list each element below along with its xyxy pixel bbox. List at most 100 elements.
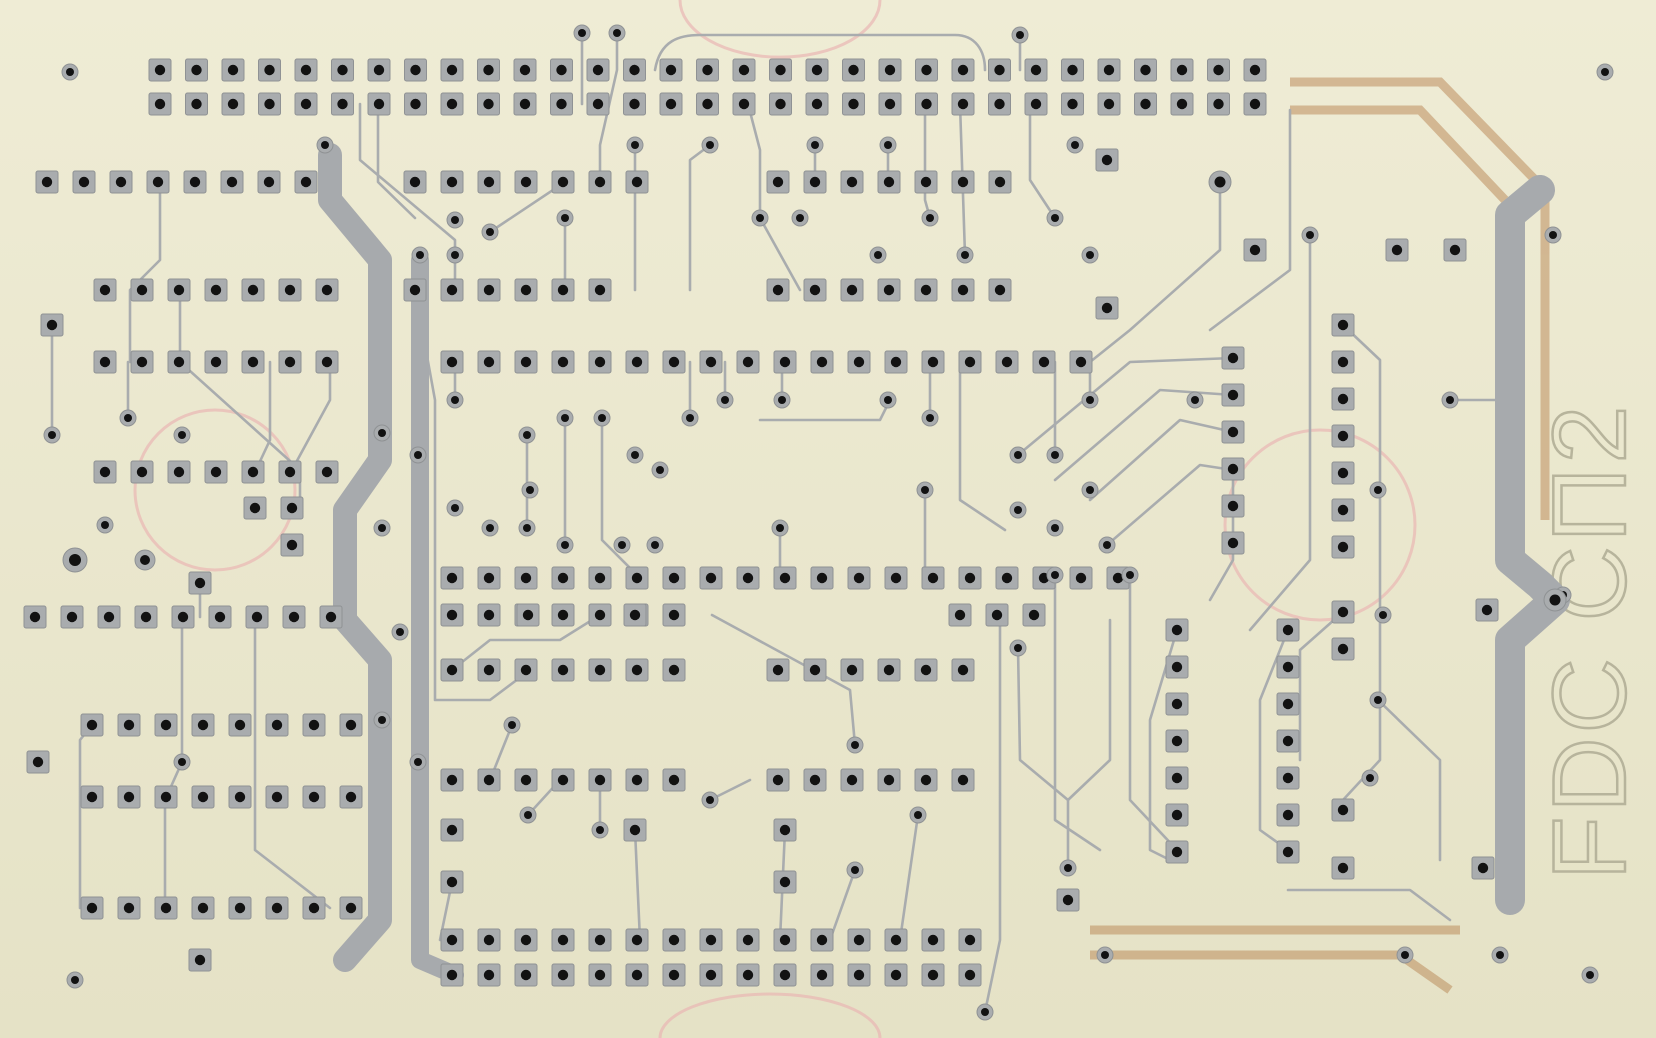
drill-hole: [618, 541, 626, 549]
drill-hole: [557, 934, 569, 946]
drill-hole: [1391, 244, 1403, 256]
drill-hole: [1227, 537, 1239, 549]
drill-hole: [1337, 467, 1349, 479]
drill-hole: [957, 664, 969, 676]
drill-hole: [779, 356, 791, 368]
silkscreen: FDC CП2: [1531, 400, 1650, 881]
drill-hole: [325, 611, 337, 623]
drill-hole: [964, 969, 976, 981]
drill-hole: [308, 902, 320, 914]
drill-hole: [1282, 809, 1294, 821]
bus-strip: [318, 143, 392, 972]
drill-hole: [1337, 862, 1349, 874]
drill-hole: [409, 284, 421, 296]
trace: [1016, 356, 1235, 457]
drill-hole: [809, 176, 821, 188]
drill-hole: [957, 284, 969, 296]
drill-hole: [508, 721, 516, 729]
trace: [1341, 323, 1382, 802]
drill-hole: [247, 466, 259, 478]
trace: [1376, 698, 1442, 862]
drill-hole: [486, 228, 494, 236]
drill-hole: [921, 486, 929, 494]
drill-hole: [846, 284, 858, 296]
drill-hole: [483, 664, 495, 676]
drill-hole: [154, 98, 166, 110]
trace: [376, 102, 417, 220]
drill-hole: [1227, 389, 1239, 401]
drill-hole: [1112, 572, 1124, 584]
drill-hole: [99, 284, 111, 296]
drill-hole: [160, 902, 172, 914]
drill-hole: [124, 414, 132, 422]
drill-hole: [809, 774, 821, 786]
drill-hole: [446, 609, 458, 621]
drill-hole: [1337, 393, 1349, 405]
drill-hole: [594, 356, 606, 368]
drill-hole: [197, 791, 209, 803]
drill-hole: [123, 902, 135, 914]
drill-hole: [738, 98, 750, 110]
drill-hole: [66, 611, 78, 623]
drill-hole: [668, 969, 680, 981]
drill-hole: [851, 741, 859, 749]
drill-hole: [378, 524, 386, 532]
drill-hole: [177, 611, 189, 623]
trace: [653, 33, 987, 72]
drill-hole: [721, 396, 729, 404]
trace: [178, 288, 302, 510]
drill-hole: [772, 664, 784, 676]
drill-hole: [594, 609, 606, 621]
drill-hole: [809, 284, 821, 296]
drill-hole: [883, 774, 895, 786]
drill-hole: [816, 969, 828, 981]
drill-hole: [263, 176, 275, 188]
drill-hole: [178, 758, 186, 766]
drill-hole: [920, 284, 932, 296]
drill-hole: [99, 356, 111, 368]
drill-hole: [957, 98, 969, 110]
drill-hole: [1101, 154, 1113, 166]
drill-hole: [1306, 231, 1314, 239]
drill-hole: [651, 541, 659, 549]
drill-hole: [414, 451, 422, 459]
drill-hole: [1051, 214, 1059, 222]
drill-hole: [1064, 864, 1072, 872]
drill-hole: [483, 572, 495, 584]
drill-hole: [668, 609, 680, 621]
drill-hole: [631, 572, 643, 584]
drill-hole: [373, 98, 385, 110]
drill-hole: [136, 466, 148, 478]
drill-hole: [446, 876, 458, 888]
drill-hole: [483, 969, 495, 981]
drill-hole: [631, 451, 639, 459]
drill-hole: [883, 284, 895, 296]
drill-hole: [48, 431, 56, 439]
bus-strip: [411, 251, 464, 984]
trace: [1298, 610, 1345, 762]
trace: [828, 868, 857, 942]
drill-hole: [1282, 735, 1294, 747]
drill-hole: [210, 284, 222, 296]
drill-hole: [921, 98, 932, 110]
trace: [958, 360, 1007, 532]
drill-hole: [1249, 64, 1261, 76]
drill-hole: [742, 934, 754, 946]
drill-hole: [446, 572, 458, 584]
drill-hole: [920, 774, 932, 786]
drill-hole: [779, 876, 791, 888]
solder-pads: [23, 24, 1614, 1021]
drill-hole: [742, 969, 754, 981]
trace: [1053, 388, 1235, 482]
drill-hole: [738, 64, 750, 76]
board-label: FDC CП2: [1532, 402, 1648, 880]
trace: [1128, 573, 1179, 852]
trace: [1448, 398, 1502, 482]
drill-hole: [46, 319, 58, 331]
drill-hole: [446, 64, 458, 76]
drill-hole: [927, 572, 939, 584]
drill-hole: [742, 572, 754, 584]
drill-hole: [702, 64, 713, 76]
drill-hole: [300, 98, 312, 110]
